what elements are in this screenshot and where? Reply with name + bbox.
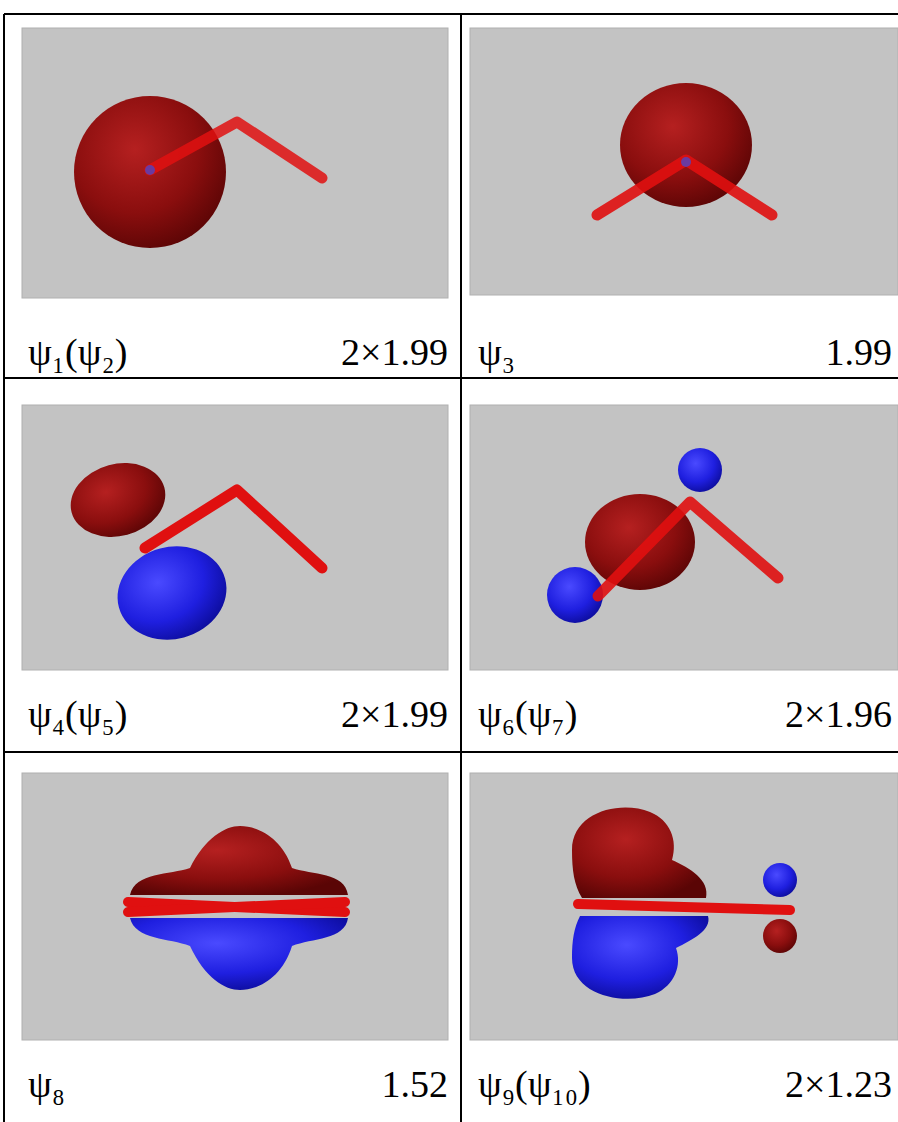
orbital-psi8 bbox=[128, 826, 348, 990]
orbital-label: ψ₃ bbox=[478, 330, 515, 374]
orbital-label: ψ₁(ψ₂) bbox=[28, 330, 127, 374]
orbital-psi1 bbox=[74, 96, 322, 248]
orbital-label: ψ₄(ψ₅) bbox=[28, 692, 127, 736]
orbital-psi6 bbox=[547, 448, 778, 623]
occupation-number: 1.52 bbox=[382, 1062, 449, 1106]
orbital-psi9 bbox=[572, 808, 797, 999]
orbital-psi4 bbox=[62, 453, 322, 652]
occupation-number: 2×1.23 bbox=[785, 1062, 892, 1106]
orbital-label: ψ₆(ψ₇) bbox=[478, 692, 577, 736]
orbital-label: ψ₉(ψ₁₀) bbox=[478, 1062, 591, 1106]
occupation-number: 1.99 bbox=[826, 330, 893, 374]
orbital-psi3 bbox=[597, 83, 772, 215]
orbital-label: ψ₈ bbox=[28, 1062, 65, 1106]
table-grid bbox=[4, 14, 898, 1122]
occupation-number: 2×1.99 bbox=[341, 692, 448, 736]
occupation-number: 2×1.96 bbox=[785, 692, 892, 736]
occupation-number: 2×1.99 bbox=[341, 330, 448, 374]
